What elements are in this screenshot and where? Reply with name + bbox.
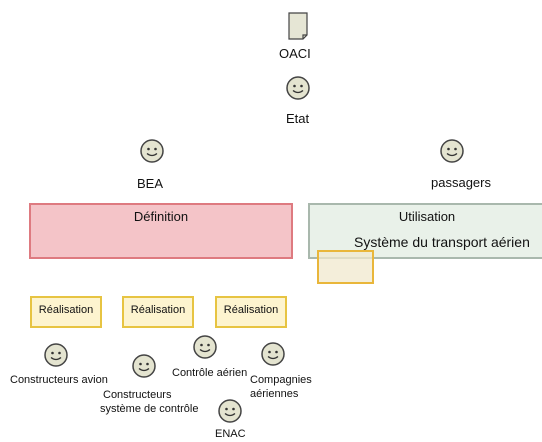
constructeurs-avion-actor-icon — [44, 343, 68, 367]
constructeurs-avion-label: Constructeurs avion — [10, 374, 108, 386]
constructeurs-systeme-label-line1: Constructeurs — [103, 389, 172, 401]
enac-label: ENAC — [215, 428, 246, 440]
realisation-box: Réalisation — [122, 296, 194, 328]
etat-label: Etat — [286, 111, 310, 126]
controle-aerien-actor-icon — [193, 335, 217, 359]
definition-box: Définition — [29, 203, 293, 259]
compagnies-aeriennes-actor-icon — [261, 342, 285, 366]
enac-actor-icon — [218, 399, 242, 423]
bea-label: BEA — [137, 176, 164, 191]
oaci-label: OACI — [279, 46, 311, 61]
etat-actor-icon — [286, 76, 310, 100]
realisation-label: Réalisation — [130, 304, 186, 316]
controle-aerien-label: Contrôle aérien — [172, 367, 248, 379]
realisation-label: Réalisation — [223, 304, 279, 316]
realisation-box: Réalisation — [30, 296, 102, 328]
document-icon — [288, 12, 308, 40]
compagnies-aeriennes-label-line2: aériennes — [250, 388, 299, 400]
overlap-box — [317, 250, 374, 284]
definition-title: Définition — [133, 209, 189, 224]
constructeurs-systeme-label-line2: système de contrôle — [100, 403, 199, 415]
passagers-actor-icon — [440, 139, 464, 163]
realisation-label: Réalisation — [38, 304, 94, 316]
realisation-box: Réalisation — [215, 296, 287, 328]
utilisation-box: Utilisation Système du transport aérien — [308, 203, 542, 259]
constructeurs-systeme-actor-icon — [132, 354, 156, 378]
systeme-transport-label: Système du transport aérien — [354, 234, 530, 250]
compagnies-aeriennes-label-line1: Compagnies — [250, 374, 312, 386]
utilisation-title: Utilisation — [398, 209, 456, 224]
passagers-label: passagers — [431, 175, 491, 190]
bea-actor-icon — [140, 139, 164, 163]
